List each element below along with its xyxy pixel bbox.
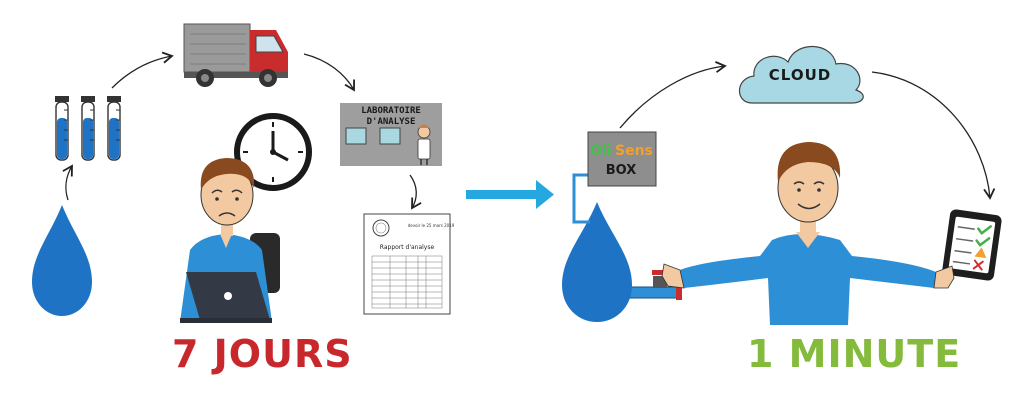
arrow-drop-to-tubes (62, 164, 73, 201)
analysis-report-document (363, 213, 451, 315)
arrow-lab-to-report (409, 174, 422, 210)
delivery-truck-icon (183, 23, 288, 87)
sensor-cable (572, 173, 590, 224)
box-brand-oli: Oli (590, 143, 612, 159)
water-drop-icon-right (562, 202, 632, 322)
water-drop-icon (32, 205, 92, 316)
laboratory-panel (340, 103, 442, 166)
traditional-duration-caption: 7 JOURS (172, 332, 353, 376)
clock-icon (234, 113, 312, 191)
arrow-box-to-cloud (619, 61, 727, 129)
olisens-box (587, 131, 657, 187)
arrow-cloud-to-tablet (871, 71, 996, 200)
report-title: Rapport d'analyse (380, 244, 435, 251)
olisens-duration-caption: 1 MINUTE (747, 332, 962, 376)
relaxed-worker-illustration (661, 142, 955, 325)
cloud-icon (738, 45, 864, 104)
arrow-tubes-to-truck (111, 51, 174, 89)
lab-title-line2: D'ANALYSE (367, 117, 416, 127)
box-label: BOX (606, 163, 637, 178)
report-date: devoir le 25 mars 2019 (408, 223, 455, 228)
worried-worker-illustration (180, 158, 280, 323)
box-brand-sens: Sens (615, 143, 653, 159)
test-tubes-icon (55, 96, 121, 161)
cloud-label: CLOUD (769, 66, 831, 84)
tablet-checklist-icon (942, 209, 1002, 281)
arrow-truck-to-lab (303, 53, 355, 92)
lab-title-line1: LABORATOIRE (361, 106, 421, 116)
big-transition-arrow (466, 180, 554, 209)
